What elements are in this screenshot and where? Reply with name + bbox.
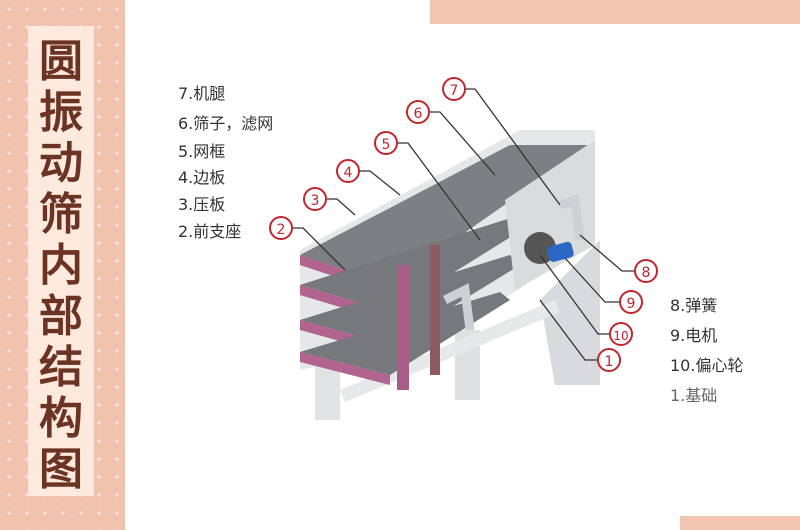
title-char: 圆: [39, 36, 83, 87]
label-press-plate: 3.压板: [178, 195, 226, 214]
title-char: 结: [39, 342, 83, 393]
label-mesh-frame: 5.网框: [178, 142, 226, 161]
leader-lines: [293, 88, 634, 361]
label-leg: 7.机腿: [178, 84, 226, 103]
label-side-plate: 4.边板: [178, 168, 226, 187]
front-leg: [315, 360, 340, 420]
base-beam: [340, 300, 560, 402]
eccentric-wheel: [524, 232, 556, 264]
bottom-band: [680, 516, 800, 530]
callout-1: 1: [597, 348, 621, 372]
label-screen: 6.筛子，滤网: [178, 114, 274, 133]
label-motor: 9.电机: [670, 326, 718, 345]
rear-leg: [540, 240, 600, 385]
mid-post: [430, 245, 440, 375]
spring-rear: [558, 193, 585, 241]
title-box: 圆 振 动 筛 内 部 结 构 图: [28, 26, 94, 496]
left-panel: 圆 振 动 筛 内 部 结 构 图: [0, 0, 125, 530]
title-char: 部: [39, 291, 83, 342]
label-front-support: 2.前支座: [178, 222, 242, 241]
title-char: 筛: [39, 189, 83, 240]
callout-5: 5: [374, 131, 398, 155]
label-eccentric: 10.偏心轮: [670, 356, 744, 375]
deck-2: [300, 215, 530, 312]
corner-band: [430, 0, 800, 24]
callout-2: 2: [269, 216, 293, 240]
callout-3: 3: [303, 187, 327, 211]
callout-6: 6: [406, 100, 430, 124]
deck-3: [300, 255, 520, 345]
callout-7: 7: [442, 77, 466, 101]
title-char: 图: [39, 444, 83, 495]
title-char: 构: [39, 393, 83, 444]
front-post: [397, 265, 409, 390]
label-foundation: 1.基础: [670, 386, 718, 405]
callout-8: 8: [634, 259, 658, 283]
callout-4: 4: [336, 159, 360, 183]
title-char: 动: [39, 138, 83, 189]
top-screen: [300, 145, 590, 285]
callout-9: 9: [619, 290, 643, 314]
title-char: 内: [39, 240, 83, 291]
spring-front: [442, 283, 475, 331]
deck-4-frame: [300, 352, 390, 385]
title-char: 振: [39, 87, 83, 138]
motor: [547, 241, 574, 262]
label-spring: 8.弹簧: [670, 296, 718, 315]
callout-10: 10: [609, 322, 633, 346]
